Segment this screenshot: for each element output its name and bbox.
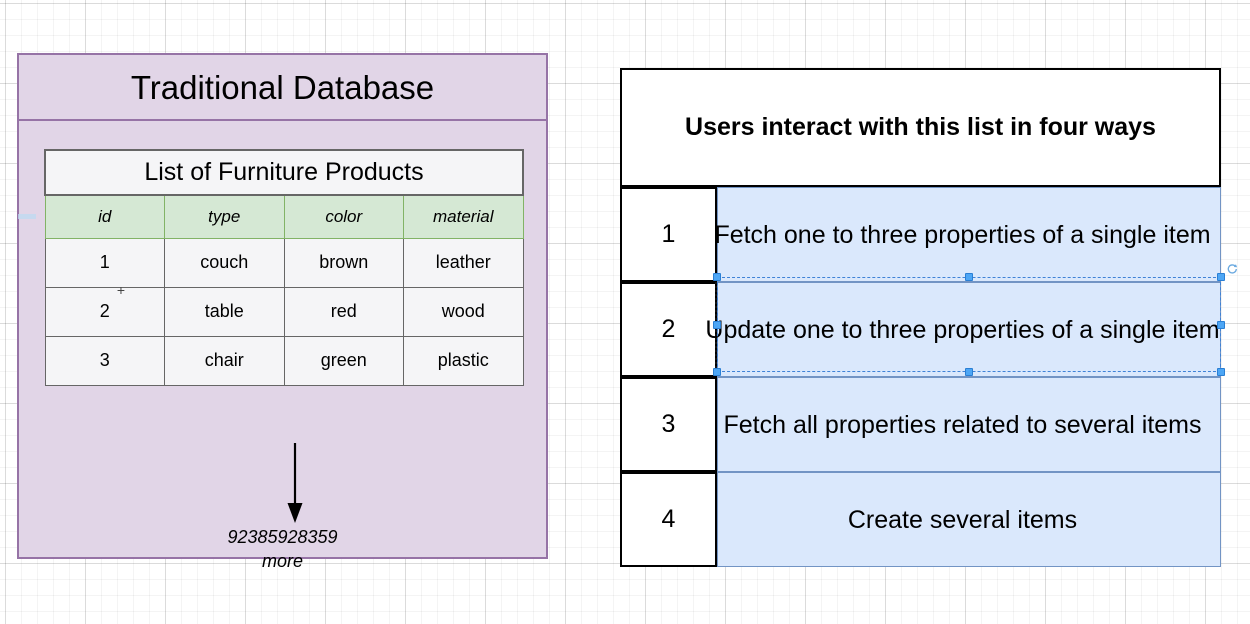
ways-row-2-description[interactable]: Update one to three properties of a sing… bbox=[705, 282, 1221, 377]
ways-row-2-text: Update one to three properties of a sing… bbox=[705, 315, 1220, 344]
ways-row-1-number: 1 bbox=[620, 187, 717, 282]
cell-color-1: brown bbox=[283, 237, 404, 288]
ways-row-3-number: 3 bbox=[620, 377, 717, 472]
ways-row-2-number: 2 bbox=[620, 282, 717, 377]
cell-id-1: 1 bbox=[44, 237, 165, 288]
selection-artifact bbox=[18, 214, 36, 219]
cell-material-1: leather bbox=[403, 237, 524, 288]
cell-material-2: wood bbox=[403, 286, 524, 337]
ways-row-4-text: Create several items bbox=[847, 505, 1078, 534]
ways-row-4-description[interactable]: Create several items bbox=[717, 472, 1221, 567]
furniture-table-caption: List of Furniture Products bbox=[44, 149, 524, 196]
rotate-icon[interactable] bbox=[1226, 263, 1238, 275]
crosshair-cursor-icon: + bbox=[116, 282, 126, 298]
cell-type-3: chair bbox=[164, 335, 285, 386]
four-ways-header-text: Users interact with this list in four wa… bbox=[685, 113, 1156, 141]
cell-type-1: couch bbox=[164, 237, 285, 288]
record-count-value: 92385928359 bbox=[227, 527, 338, 547]
record-count-more: more bbox=[261, 551, 303, 571]
cell-type-2: table bbox=[164, 286, 285, 337]
selection-left-edge bbox=[715, 279, 719, 371]
cell-id-2: 2 bbox=[44, 286, 165, 337]
ways-row-4-number: 4 bbox=[620, 472, 717, 567]
table-row[interactable]: 2 table red wood bbox=[44, 286, 524, 337]
cell-color-3: green bbox=[283, 335, 404, 386]
table-row[interactable]: 1 couch brown leather bbox=[44, 237, 524, 288]
cell-id-3: 3 bbox=[44, 335, 165, 386]
cell-color-2: red bbox=[283, 286, 404, 337]
record-count-annotation: 92385928359 more bbox=[19, 525, 546, 573]
down-arrow-icon bbox=[287, 443, 303, 523]
ways-row-3-description[interactable]: Fetch all properties related to several … bbox=[717, 377, 1221, 472]
column-header-type: type bbox=[164, 194, 285, 239]
ways-row-2[interactable]: 2 Update one to three properties of a si… bbox=[620, 282, 1221, 377]
ways-row-1-description[interactable]: Fetch one to three properties of a singl… bbox=[714, 187, 1221, 282]
ways-row-1[interactable]: 1 Fetch one to three properties of a sin… bbox=[620, 187, 1221, 282]
traditional-database-container[interactable]: Traditional Database List of Furniture P… bbox=[17, 53, 548, 571]
ways-row-1-text: Fetch one to three properties of a singl… bbox=[714, 220, 1211, 249]
column-header-material: material bbox=[403, 194, 524, 239]
column-header-id: id bbox=[44, 194, 165, 239]
table-header-row: id type color material bbox=[44, 194, 524, 239]
four-ways-header[interactable]: Users interact with this list in four wa… bbox=[620, 68, 1221, 187]
traditional-database-title: Traditional Database bbox=[19, 55, 546, 121]
cell-material-3: plastic bbox=[403, 335, 524, 386]
table-row[interactable]: 3 chair green plastic bbox=[44, 335, 524, 386]
column-header-color: color bbox=[283, 194, 404, 239]
table-caption-row: List of Furniture Products bbox=[44, 149, 524, 196]
ways-row-4[interactable]: 4 Create several items bbox=[620, 472, 1221, 567]
ways-row-3-text: Fetch all properties related to several … bbox=[723, 410, 1202, 439]
furniture-products-table[interactable]: List of Furniture Products id type color… bbox=[44, 149, 524, 386]
ways-row-3[interactable]: 3 Fetch all properties related to severa… bbox=[620, 377, 1221, 472]
